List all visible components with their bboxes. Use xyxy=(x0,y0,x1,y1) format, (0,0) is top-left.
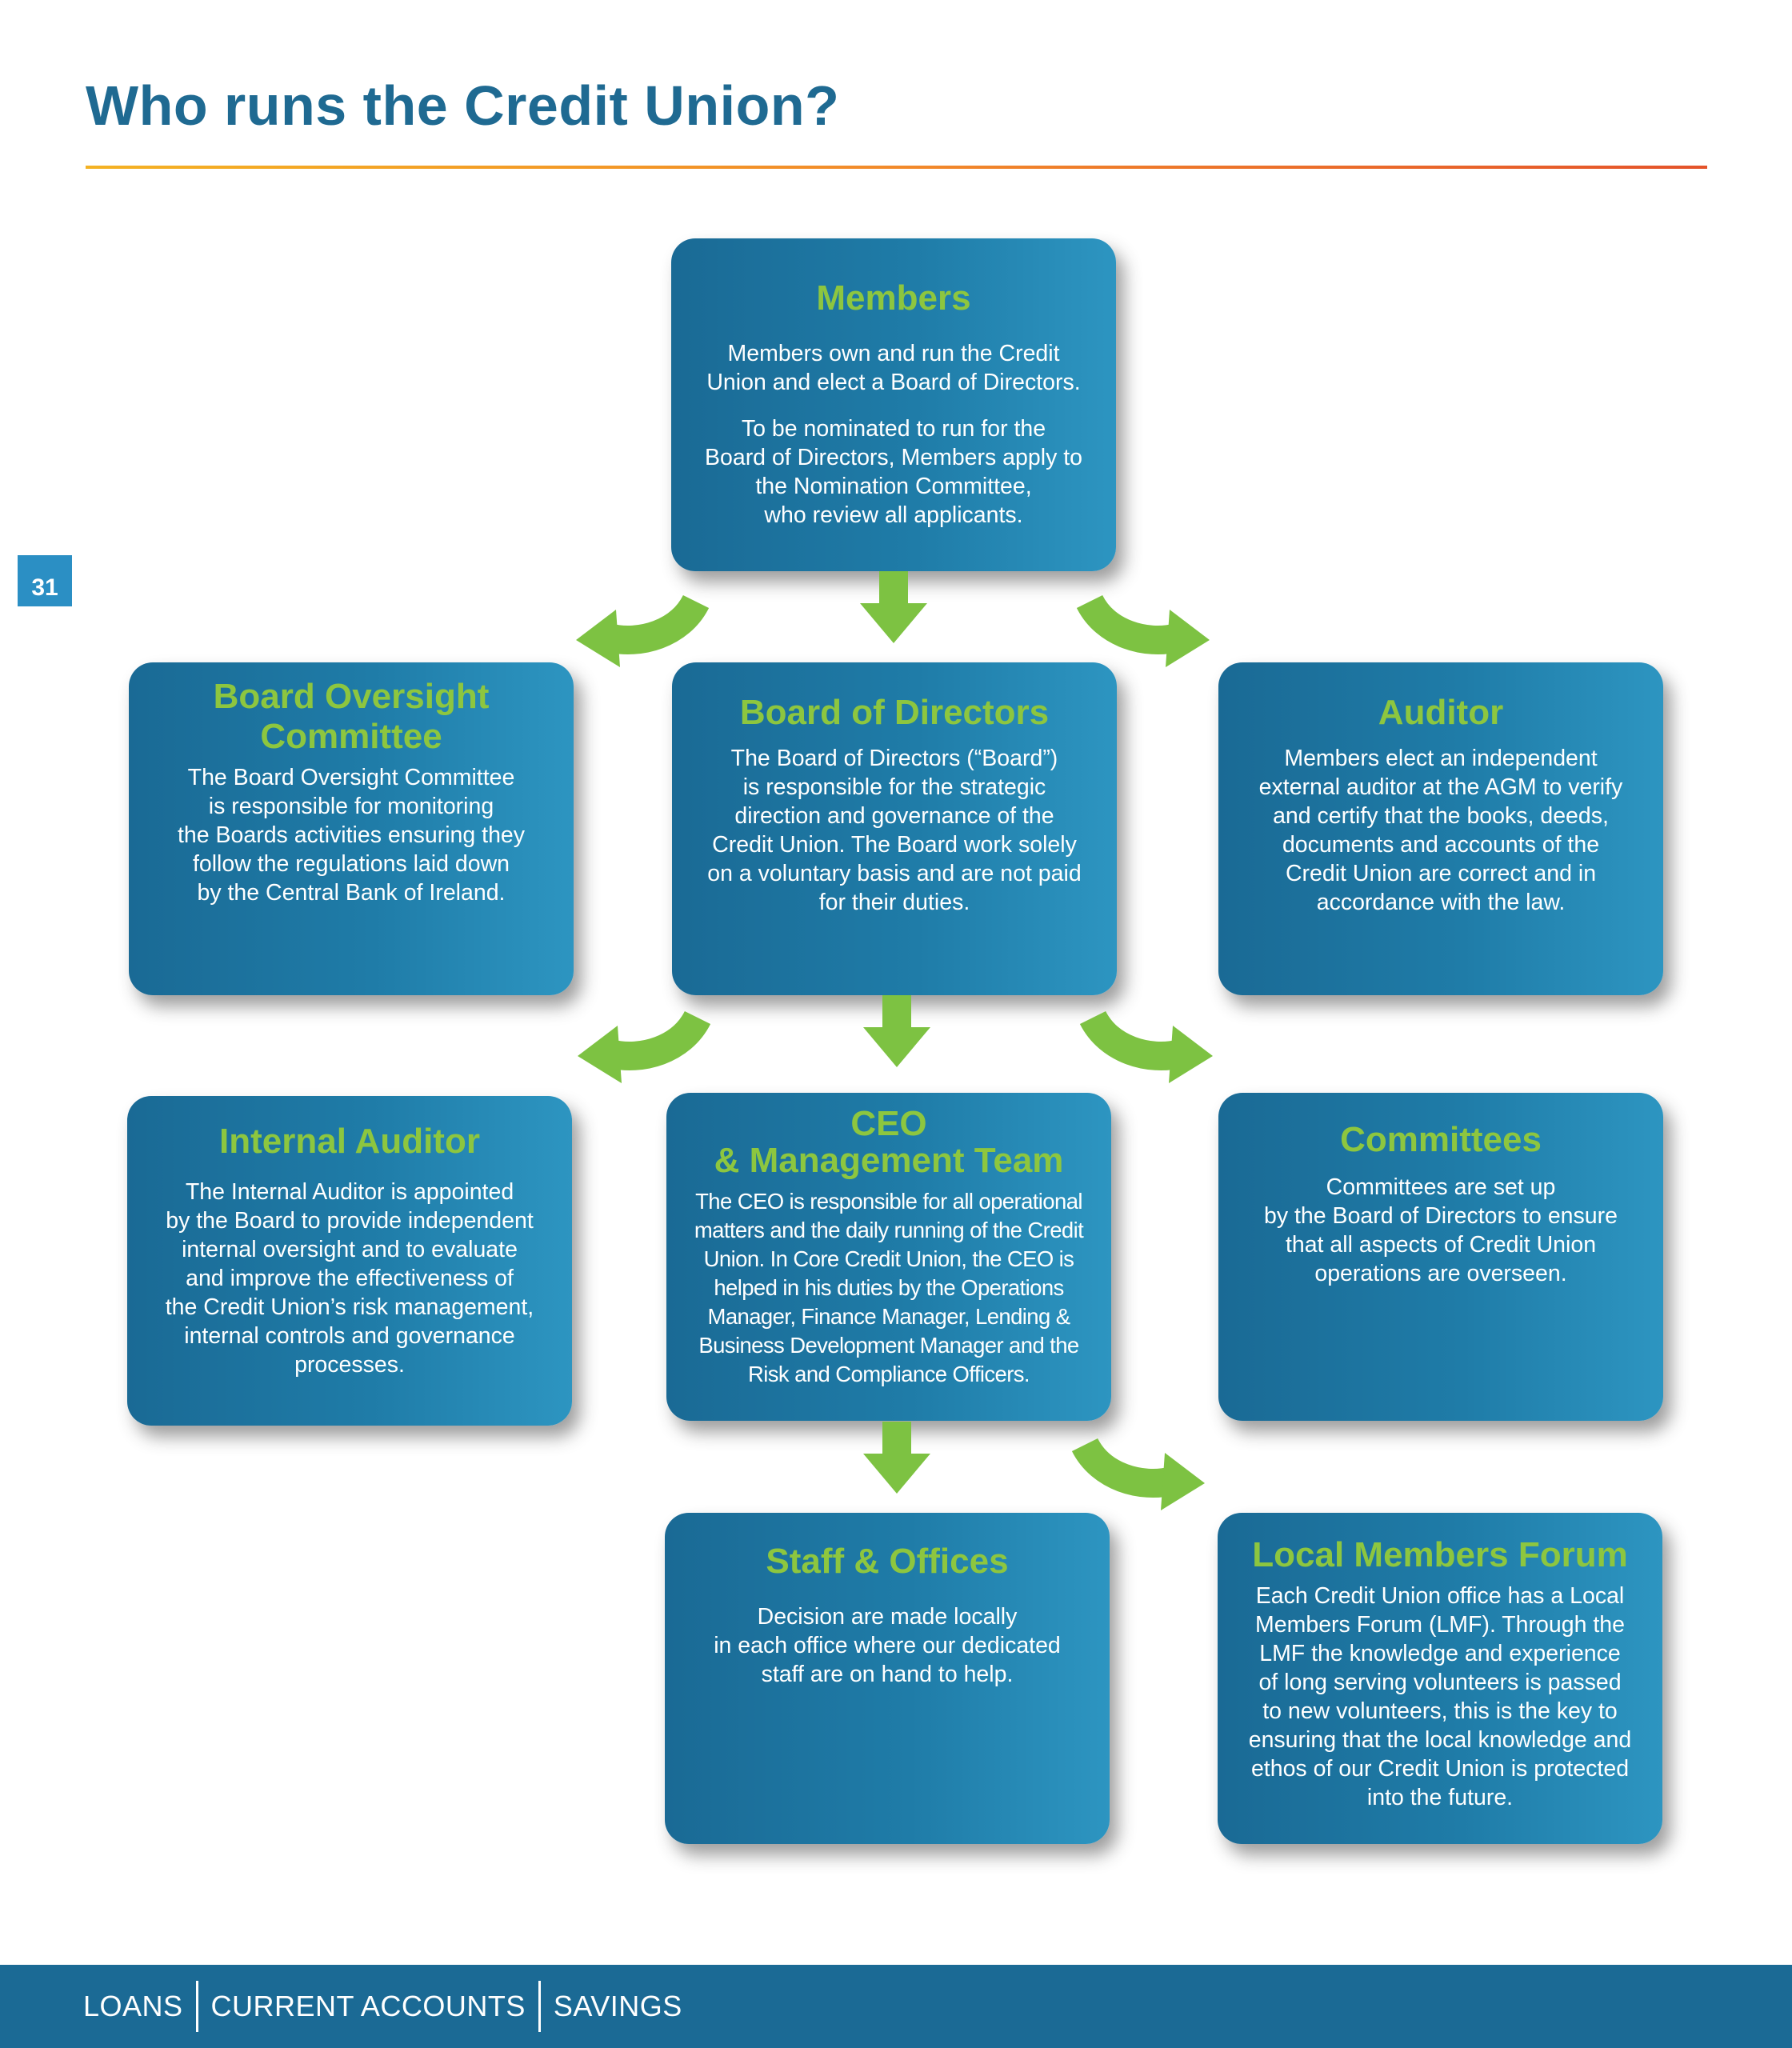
auditor-title: Auditor xyxy=(1378,693,1504,732)
staff-offices-title: Staff & Offices xyxy=(766,1542,1009,1581)
footer-item-loans[interactable]: LOANS xyxy=(83,1990,183,2022)
arrow-down-icon xyxy=(860,571,927,643)
curved-arrow-left-icon xyxy=(578,1018,698,1083)
curved-arrow-right-icon xyxy=(1093,1018,1213,1083)
internal-auditor-body: The Internal Auditor is appointed by the… xyxy=(165,1179,534,1378)
auditor-body: Members elect an independent external au… xyxy=(1258,746,1623,915)
board-oversight-committee-body: The Board Oversight Committee is respons… xyxy=(177,765,526,906)
staff-offices-body: Decision are made locally in each office… xyxy=(714,1604,1061,1687)
title-divider xyxy=(86,166,1707,169)
ceo-management-team-body: The CEO is responsible for all operation… xyxy=(694,1189,1084,1386)
curved-arrow-right-icon xyxy=(1085,1445,1205,1510)
curved-arrow-right-icon xyxy=(1090,602,1210,667)
footer-item-current-accounts[interactable]: CURRENT ACCOUNTS xyxy=(210,1990,526,2022)
board-oversight-committee-box: Board Oversight Committee The Board Over… xyxy=(129,662,574,995)
footer-item-savings[interactable]: SAVINGS xyxy=(553,1990,682,2022)
staff-offices-box: Staff & Offices Decision are made locall… xyxy=(665,1513,1110,1844)
footer-nav: LOANS CURRENT ACCOUNTS SAVINGS xyxy=(83,1965,682,2048)
board-of-directors-body: The Board of Directors (“Board”) is resp… xyxy=(707,746,1082,915)
members-box: Members Members own and run the Credit U… xyxy=(671,238,1116,571)
page-title: Who runs the Credit Union? xyxy=(86,74,840,137)
curved-arrow-left-icon xyxy=(576,602,696,667)
members-body-2: To be nominated to run for the Board of … xyxy=(704,416,1083,528)
footer-separator xyxy=(538,1981,541,2032)
members-title: Members xyxy=(816,278,971,318)
arrow-down-icon xyxy=(863,995,930,1067)
members-body-1: Members own and run the Credit Union and… xyxy=(706,341,1081,395)
local-members-forum-box: Local Members Forum Each Credit Union of… xyxy=(1218,1513,1662,1844)
local-members-forum-body: Each Credit Union office has a Local Mem… xyxy=(1248,1583,1632,1810)
ceo-management-team-box: CEO & Management Team The CEO is respons… xyxy=(666,1093,1111,1421)
footer-separator xyxy=(195,1981,198,2032)
internal-auditor-title: Internal Auditor xyxy=(219,1122,480,1161)
page-number-badge: 31 xyxy=(18,555,72,606)
ceo-management-team-title: CEO & Management Team xyxy=(714,1104,1064,1180)
auditor-box: Auditor Members elect an independent ext… xyxy=(1218,662,1663,995)
internal-auditor-box: Internal Auditor The Internal Auditor is… xyxy=(127,1096,572,1426)
committees-title: Committees xyxy=(1340,1120,1542,1159)
arrow-down-icon xyxy=(863,1422,930,1494)
board-of-directors-title: Board of Directors xyxy=(739,693,1050,732)
board-oversight-committee-title: Board Oversight Committee xyxy=(213,677,490,756)
committees-box: Committees Committees are set up by the … xyxy=(1218,1093,1663,1421)
committees-body: Committees are set up by the Board of Di… xyxy=(1264,1174,1618,1286)
footer-bar: LOANS CURRENT ACCOUNTS SAVINGS xyxy=(0,1965,1792,2048)
board-of-directors-box: Board of Directors The Board of Director… xyxy=(672,662,1117,995)
local-members-forum-title: Local Members Forum xyxy=(1252,1535,1628,1574)
